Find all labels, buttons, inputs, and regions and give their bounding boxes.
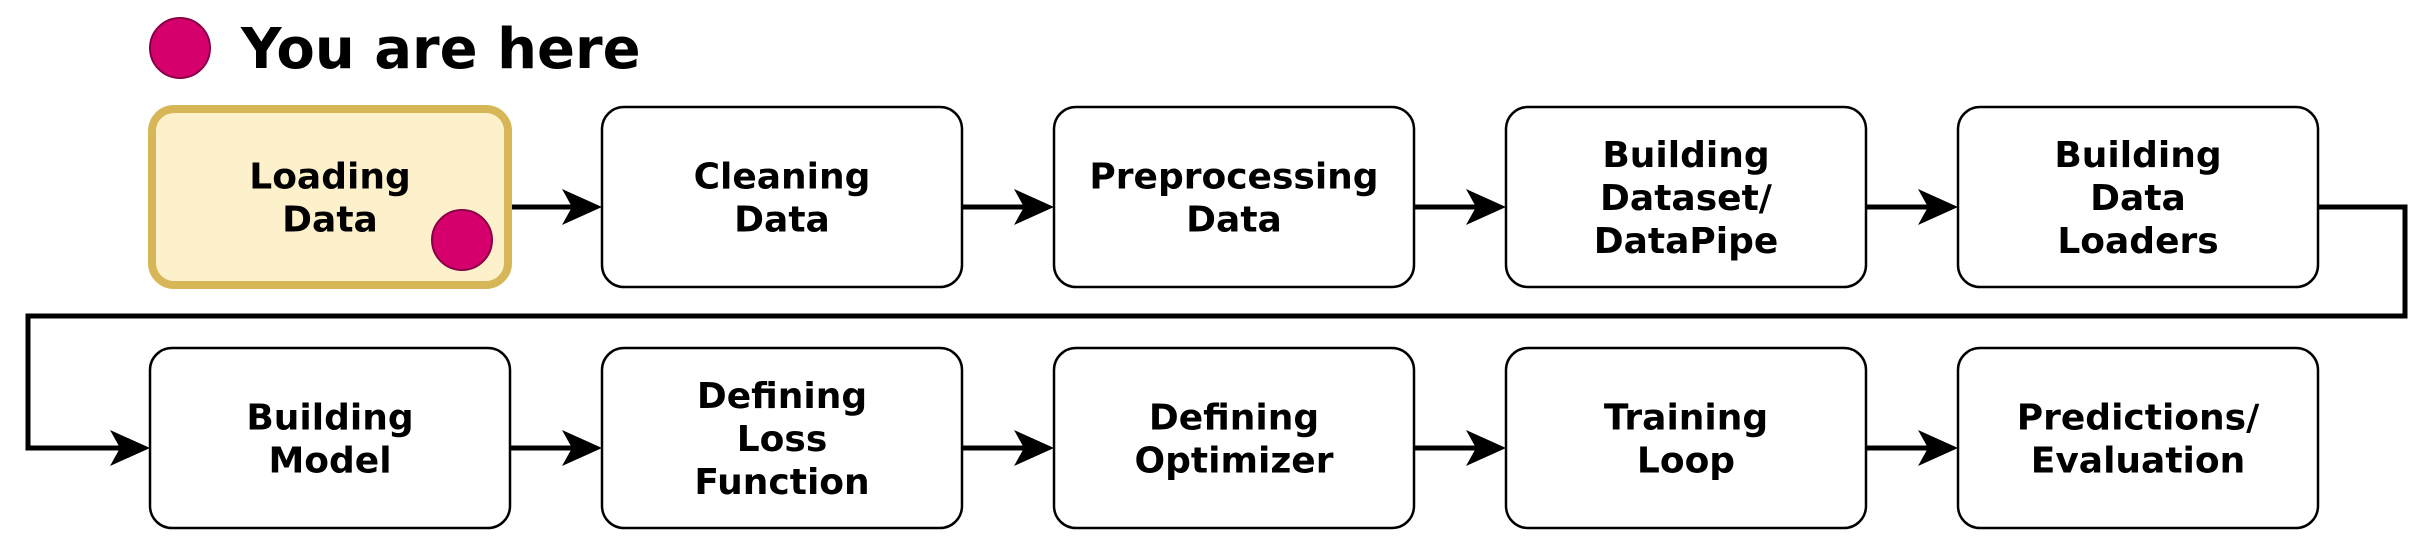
step-box-frame (1052, 346, 1416, 530)
step-box-frame (1052, 105, 1416, 289)
step-label-line: Loop (1637, 441, 1735, 482)
step-label-line: Defining (697, 376, 867, 417)
step-label-line: Building (1602, 135, 1769, 176)
step-box-predictions-evaluation: Predictions/Evaluation (1956, 346, 2320, 530)
step-box-frame (148, 105, 512, 289)
step-label-line: Data (734, 200, 830, 241)
step-box-frame (1956, 105, 2320, 289)
step-box-frame (1504, 105, 1868, 289)
arrowhead-icon (1918, 189, 1958, 225)
step-label-line: Data (2090, 178, 2186, 219)
step-box-frame (148, 346, 512, 530)
step-label-line: DataPipe (1594, 221, 1779, 262)
arrowhead-icon (562, 189, 602, 225)
arrowhead-icon (1918, 430, 1958, 466)
arrowhead-icon (1014, 189, 1054, 225)
step-label-line: Function (694, 462, 869, 503)
step-box-frame (1504, 346, 1868, 530)
step-label-line: Building (246, 398, 413, 439)
step-label-line: Evaluation (2031, 441, 2246, 482)
legend-label: You are here (240, 17, 641, 82)
step-label-line: Optimizer (1135, 441, 1334, 482)
step-label-line: Model (268, 441, 391, 482)
step-label-line: Data (282, 200, 378, 241)
connectors (25, 189, 2408, 466)
step-label-line: Loss (737, 419, 828, 460)
legend: You are here (149, 17, 641, 82)
arrowhead-icon (1466, 189, 1506, 225)
step-label-line: Building (2054, 135, 2221, 176)
step-label-line: Predictions/ (2017, 398, 2260, 439)
step-label-line: Training (1604, 398, 1768, 439)
arrowhead-icon (1466, 430, 1506, 466)
step-label-line: Defining (1149, 398, 1319, 439)
step-box-frame (1956, 346, 2320, 530)
step-box-frame (600, 105, 964, 289)
current-step-marker-icon (431, 209, 493, 271)
connector-line (25, 204, 2408, 451)
current-step-marker-icon (149, 17, 211, 79)
step-label-line: Preprocessing (1089, 157, 1378, 198)
arrowhead-icon (562, 430, 602, 466)
arrowhead-icon (1014, 430, 1054, 466)
step-label-line: Loaders (2057, 221, 2218, 262)
step-label-line: Dataset/ (1600, 178, 1773, 219)
step-label-line: Cleaning (694, 157, 871, 198)
step-box-frame (600, 346, 964, 530)
step-label-line: Data (1186, 200, 1282, 241)
steps: LoadingDataCleaningDataPreprocessingData… (148, 105, 2320, 530)
arrowhead-icon (110, 430, 150, 466)
step-label-line: Loading (249, 157, 410, 198)
